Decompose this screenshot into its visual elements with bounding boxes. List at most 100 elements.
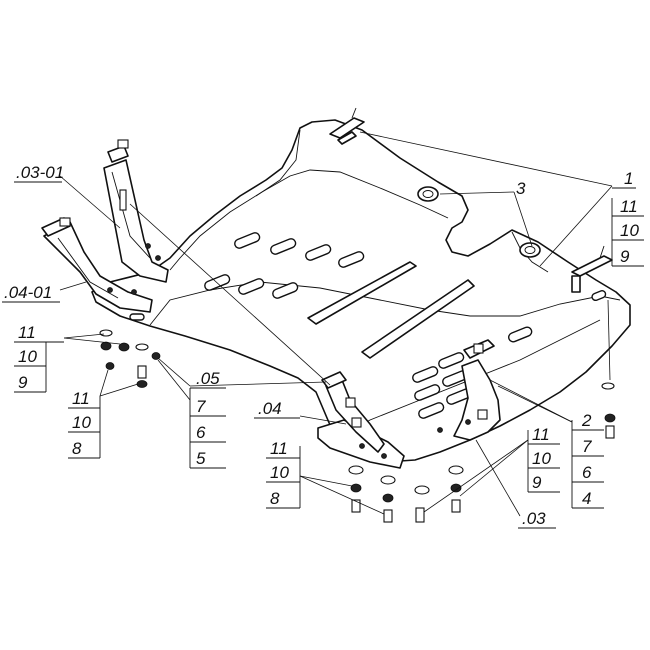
- leader: [513, 191, 533, 247]
- leader: [59, 281, 87, 291]
- label-8-bottom: 8: [270, 489, 280, 508]
- crease-mid: [149, 281, 621, 326]
- leader: [299, 475, 353, 487]
- hardware-bottom: [348, 465, 464, 523]
- bolt: [351, 499, 361, 513]
- label-2: 2: [581, 411, 592, 430]
- slot: [508, 326, 533, 343]
- drain-plug-inner: [422, 190, 434, 198]
- nut: [450, 483, 462, 493]
- label-3: 3: [516, 179, 526, 198]
- bracket-body: [453, 359, 501, 441]
- clip-body: [329, 117, 365, 139]
- nut: [604, 413, 616, 423]
- bracket-04-01: [41, 217, 153, 321]
- label-6-right: 6: [582, 463, 592, 482]
- hole: [107, 287, 113, 293]
- leader: [99, 383, 139, 397]
- nut: [117, 139, 129, 149]
- bolt: [451, 499, 461, 513]
- bolt: [137, 365, 147, 379]
- label-11-mid: 11: [532, 425, 550, 444]
- leader: [459, 439, 529, 497]
- slot: [418, 402, 445, 419]
- label-10-right: 10: [620, 221, 639, 240]
- leader: [63, 337, 121, 345]
- drain-plug-inner: [524, 246, 536, 254]
- bolt-head: [136, 380, 148, 388]
- label-05: .05: [196, 369, 220, 388]
- slot: [238, 278, 265, 295]
- label-10-bottom: 10: [270, 463, 289, 482]
- slot: [305, 244, 332, 261]
- nut: [105, 362, 115, 370]
- clip-top-rear: [571, 245, 613, 293]
- slot: [591, 290, 607, 302]
- clip-foot: [571, 275, 581, 293]
- leader-lines: [59, 131, 613, 517]
- drain-plug: [417, 186, 439, 202]
- bracket-04: [317, 371, 405, 469]
- nut: [118, 342, 130, 352]
- leader: [189, 381, 327, 387]
- leader: [439, 191, 515, 195]
- bolt: [383, 509, 393, 523]
- label-9-right: 9: [620, 247, 630, 266]
- hardware-left-upper: [99, 329, 161, 360]
- label-11-left-b: 11: [72, 389, 90, 408]
- bracket-top: [321, 371, 347, 389]
- leader: [129, 203, 331, 386]
- hardware-right: [601, 382, 616, 439]
- label-10-left-b: 10: [72, 413, 91, 432]
- washer: [414, 485, 430, 495]
- slot: [129, 313, 145, 321]
- leader: [359, 131, 613, 187]
- hole: [437, 427, 443, 433]
- label-04: .04: [258, 399, 282, 418]
- crease-left: [255, 129, 301, 197]
- washer: [601, 382, 615, 390]
- bolt: [415, 507, 425, 523]
- bolt: [605, 425, 615, 439]
- label-11-right: 11: [620, 197, 638, 216]
- leader: [59, 175, 121, 229]
- leader: [497, 385, 573, 423]
- drain-plug: [519, 242, 541, 258]
- bracket-03-01: [103, 139, 169, 283]
- nut: [351, 417, 362, 428]
- label-5-center: 5: [196, 449, 206, 468]
- slot: [270, 238, 297, 255]
- bolt: [119, 189, 127, 211]
- washer: [99, 329, 113, 337]
- washer: [448, 465, 464, 475]
- leader: [475, 439, 521, 517]
- label-7-center: 7: [196, 397, 206, 416]
- washer: [380, 475, 396, 485]
- label-9-mid: 9: [532, 473, 542, 492]
- slot: [412, 366, 439, 383]
- leader: [539, 185, 613, 267]
- label-8-left: 8: [72, 439, 82, 458]
- clip-tab: [351, 107, 357, 119]
- crease-front: [169, 169, 449, 271]
- leader: [299, 475, 385, 515]
- nut: [477, 409, 488, 420]
- nut: [151, 352, 161, 360]
- slot: [338, 251, 365, 268]
- leader: [157, 359, 191, 401]
- hole: [155, 255, 161, 261]
- bracket-fold: [57, 237, 119, 299]
- nut: [345, 397, 356, 408]
- nut: [350, 483, 362, 493]
- nut: [473, 343, 484, 354]
- label-9-left: 9: [18, 373, 28, 392]
- rib-left: [307, 261, 417, 325]
- bracket-fold: [111, 171, 151, 259]
- hole: [359, 443, 365, 449]
- slot: [438, 352, 465, 369]
- bracket-body: [43, 221, 153, 313]
- nut: [382, 493, 394, 503]
- clip-tab: [599, 245, 605, 259]
- callout-labels: .03-01 .04-01 1 3 11 10 9 11 10 9 11 10 …: [2, 163, 644, 529]
